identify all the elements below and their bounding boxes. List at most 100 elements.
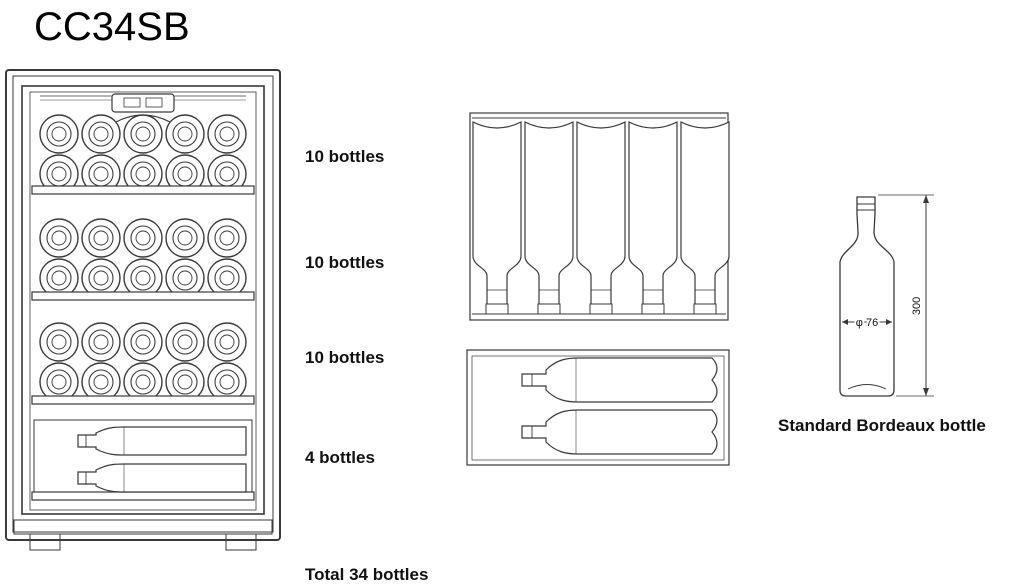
bottle-outer-ring [165, 218, 205, 258]
bottle-outer-ring [165, 322, 205, 362]
lying-bottle-outline [521, 409, 718, 455]
bottle-end [81, 114, 121, 154]
bottle-end [81, 322, 121, 362]
bottle-punt-ring [172, 369, 198, 395]
door-frame [12, 75, 274, 533]
model-title: CC34SB [34, 5, 190, 49]
standing-bottle-outline [680, 121, 730, 313]
bottle-punt-ring [172, 329, 198, 355]
bottle-punt-center [135, 230, 151, 246]
lying-bottle-topview [521, 409, 718, 455]
bottle-outer-ring [123, 322, 163, 362]
bottle-end [207, 114, 247, 154]
bottle-outer-ring [81, 322, 121, 362]
bottle-punt-center [177, 166, 193, 182]
bottle-punt-center [135, 126, 151, 142]
standing-bottle [628, 121, 678, 315]
lying-bottle-outline [521, 357, 718, 403]
lying-bottle-outline [77, 463, 247, 493]
lying-bottle-outline [77, 426, 247, 456]
bottle-punt-center [51, 166, 67, 182]
standing-bottle [524, 121, 574, 315]
bottle-punt-center [135, 374, 151, 390]
standing-bottle [472, 121, 522, 315]
bottle-punt-center [93, 126, 109, 142]
bottle-cradle [589, 303, 613, 315]
bottle-cradle [485, 303, 509, 315]
bottle-punt-ring [88, 121, 114, 147]
bottle-outer-ring [39, 362, 79, 402]
bottle-end [165, 322, 205, 362]
standing-bottle-outline [472, 121, 522, 313]
bottle-outer-ring [165, 258, 205, 298]
standing-bottle-outline [628, 121, 678, 313]
bottle-punt-ring [130, 121, 156, 147]
bottle-punt-ring [172, 121, 198, 147]
bottle-punt-center [177, 374, 193, 390]
bottle-punt-ring [88, 225, 114, 251]
bottle-punt-center [93, 166, 109, 182]
bottle-end [123, 322, 163, 362]
bottle-punt-ring [172, 225, 198, 251]
bottle-punt-center [93, 270, 109, 286]
left-foot [29, 533, 61, 551]
bottle-punt-center [51, 270, 67, 286]
cabinet-shelf [31, 291, 255, 301]
bottle-punt-center [93, 374, 109, 390]
shelf-1-capacity-label: 10 bottles [305, 147, 385, 166]
bottle-punt-center [219, 230, 235, 246]
bottle-punt-center [51, 334, 67, 350]
control-panel [111, 93, 175, 113]
bottle-punt-center [219, 126, 235, 142]
bottle-punt-ring [88, 329, 114, 355]
bottle-punt-ring [130, 265, 156, 291]
bottle-punt-center [219, 374, 235, 390]
bottle-outer-ring [165, 114, 205, 154]
cabinet-base [13, 519, 273, 535]
diameter-label: φ 76 [856, 317, 878, 329]
bottle-outer-ring [81, 218, 121, 258]
bottle-outer-ring [81, 258, 121, 298]
shelf-2-capacity-label: 10 bottles [305, 253, 385, 272]
bottle-end [39, 322, 79, 362]
bottle-punt-ring [214, 369, 240, 395]
bottle-end [39, 362, 79, 402]
bottle-punt-center [93, 334, 109, 350]
bottle-outer-ring [123, 258, 163, 298]
bottle-outer-ring [81, 362, 121, 402]
bottle-end [123, 114, 163, 154]
bottle-outer-ring [39, 218, 79, 258]
standing-bottle [576, 121, 626, 315]
panel-button [145, 97, 163, 108]
bottle-punt-center [177, 334, 193, 350]
bottle-outer-ring [123, 114, 163, 154]
bottle-outer-ring [207, 218, 247, 258]
right-foot [225, 533, 257, 551]
bottle-end [39, 114, 79, 154]
cabinet-shelf [31, 185, 255, 195]
bottle-outer-ring [39, 322, 79, 362]
bottle-end [165, 258, 205, 298]
bottle-punt-center [93, 230, 109, 246]
bottle-punt-ring [88, 369, 114, 395]
bottle-punt-center [219, 334, 235, 350]
bottle-end [207, 258, 247, 298]
bottle-silhouette [839, 196, 895, 397]
bottle-punt-center [177, 270, 193, 286]
door-glass [21, 85, 265, 515]
bottle-punt-center [135, 334, 151, 350]
bottle-end [207, 362, 247, 402]
bottle-outer-ring [39, 114, 79, 154]
bottle-end [81, 218, 121, 258]
bottle-cradle [641, 303, 665, 315]
bottle-end [123, 258, 163, 298]
bottle-outer-ring [207, 258, 247, 298]
bottle-end [165, 218, 205, 258]
cooler-front-view [5, 69, 281, 551]
bottle-end [39, 258, 79, 298]
bottle-punt-center [135, 270, 151, 286]
bottle-cradle [693, 303, 717, 315]
bottle-outer-ring [207, 114, 247, 154]
bottle-end [39, 218, 79, 258]
